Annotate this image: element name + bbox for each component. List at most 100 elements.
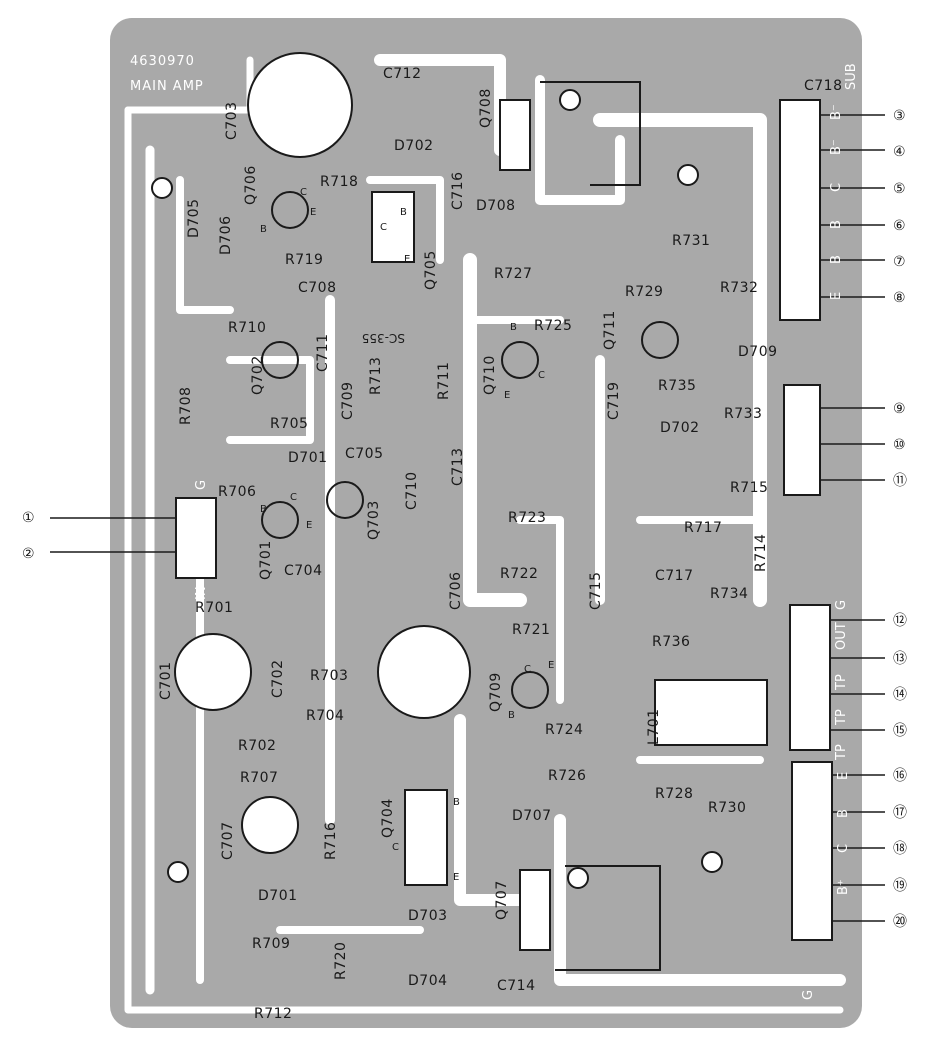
diode-label: D704 bbox=[408, 973, 448, 989]
pcb-board bbox=[110, 18, 862, 1028]
connector-bottom-labels: E B C B⁺ bbox=[836, 772, 851, 895]
transistor-q702 bbox=[261, 341, 299, 379]
resistor-label: R720 bbox=[333, 942, 349, 980]
resistor-label: R710 bbox=[228, 320, 266, 336]
mounting-hole bbox=[677, 164, 699, 186]
terminal-number: ⑭ bbox=[893, 687, 908, 703]
connector-out bbox=[789, 604, 831, 751]
capacitor-label: C714 bbox=[497, 978, 536, 994]
transistor-label: Q701 bbox=[258, 540, 274, 580]
capacitor-label: C716 bbox=[450, 172, 466, 211]
resistor-label: R722 bbox=[500, 566, 538, 582]
transistor-q705 bbox=[371, 191, 415, 263]
resistor-label: R702 bbox=[238, 738, 276, 754]
connector-bottom bbox=[791, 761, 833, 941]
board-part-number: 4630970 bbox=[130, 54, 195, 69]
mounting-hole bbox=[567, 867, 589, 889]
connector-label: TP bbox=[834, 674, 849, 691]
transistor-q709 bbox=[511, 671, 549, 709]
capacitor-label: C713 bbox=[450, 448, 466, 487]
connector-label: B⁻ bbox=[829, 139, 844, 155]
terminal-number: ⑬ bbox=[893, 651, 908, 667]
transistor-label: Q703 bbox=[366, 500, 382, 540]
connector-sub-label: SUB bbox=[844, 63, 859, 90]
resistor-label: R713 bbox=[368, 357, 384, 395]
transistor-q707 bbox=[519, 869, 551, 951]
connector-label: B bbox=[836, 809, 851, 818]
resistor-label: R734 bbox=[710, 586, 748, 602]
resistor-label: R724 bbox=[545, 722, 583, 738]
capacitor-c706 bbox=[377, 625, 471, 719]
diode-label: D701 bbox=[288, 450, 328, 466]
connector-c718-labels: B⁻ B⁻ C B B E SUB bbox=[829, 63, 859, 300]
transistor-q701 bbox=[261, 501, 299, 539]
terminal-number: ② bbox=[22, 546, 35, 562]
pin-letter: B bbox=[453, 797, 460, 808]
capacitor-label: C706 bbox=[448, 572, 464, 611]
transistor-label: Q708 bbox=[478, 88, 494, 128]
terminal-number: ⑨ bbox=[893, 401, 906, 417]
transistor-labels: Q701 Q702 Q703 Q704 Q705 Q706 Q707 Q708 … bbox=[243, 88, 618, 920]
terminal-number: ⑰ bbox=[893, 805, 908, 821]
capacitor-label: C715 bbox=[588, 572, 604, 611]
transistor-label: Q705 bbox=[423, 250, 439, 290]
terminal-number: ① bbox=[22, 510, 35, 526]
transistor-q711 bbox=[641, 321, 679, 359]
diode-label: D703 bbox=[408, 908, 448, 924]
capacitor-label: C704 bbox=[284, 563, 323, 579]
transistor-q706 bbox=[271, 191, 309, 229]
capacitor-label: C712 bbox=[383, 66, 422, 82]
board-title: MAIN AMP bbox=[130, 79, 204, 94]
transistor-q703 bbox=[326, 481, 364, 519]
pin-letter: C bbox=[524, 664, 531, 675]
resistor-label: R703 bbox=[310, 668, 348, 684]
pin-letter: E bbox=[453, 872, 459, 883]
mounting-hole bbox=[701, 851, 723, 873]
resistor-label: R731 bbox=[672, 233, 710, 249]
diode-label: D701 bbox=[258, 888, 298, 904]
resistor-label: R711 bbox=[436, 362, 452, 400]
board-silk-code: SC-355 bbox=[362, 331, 405, 345]
terminal-number: ⑱ bbox=[893, 841, 908, 857]
terminal-number: ⑩ bbox=[893, 437, 906, 453]
connector-in bbox=[175, 497, 217, 579]
diode-label: D702 bbox=[394, 138, 434, 154]
capacitor-label: C718 bbox=[804, 78, 843, 94]
connector-label: B⁻ bbox=[829, 104, 844, 120]
pin-letter: B bbox=[510, 322, 517, 333]
connector-label: C bbox=[829, 183, 844, 192]
electrolytic-capacitors bbox=[174, 52, 471, 854]
resistor-label: R707 bbox=[240, 770, 278, 786]
terminal-number: ③ bbox=[893, 108, 906, 124]
resistor-label: R715 bbox=[730, 480, 768, 496]
terminal-numbers: ① ② ③ ④ ⑤ ⑥ ⑦ ⑧ ⑨ ⑩ ⑪ ⑫ ⑬ ⑭ ⑮ ⑯ ⑰ ⑱ ⑲ ⑳ bbox=[22, 108, 908, 930]
resistor-label: R723 bbox=[508, 510, 546, 526]
pin-letters: B C E B C E B C E B C E B C E B C E bbox=[260, 187, 554, 883]
terminal-number: ⑮ bbox=[893, 723, 908, 739]
transistor-label: Q704 bbox=[380, 798, 396, 838]
terminal-number: ⑫ bbox=[893, 613, 908, 629]
pin-letter: C bbox=[300, 187, 307, 198]
pin-letter: C bbox=[380, 222, 387, 233]
capacitor-label: C707 bbox=[220, 822, 236, 861]
pin-letter: E bbox=[404, 254, 410, 265]
connector-blocks bbox=[175, 99, 833, 941]
resistor-label: R727 bbox=[494, 266, 532, 282]
resistor-label: R705 bbox=[270, 416, 308, 432]
resistor-label: R719 bbox=[285, 252, 323, 268]
connector-label: B bbox=[829, 255, 844, 264]
mounting-hole bbox=[167, 861, 189, 883]
capacitor-label: C705 bbox=[345, 446, 384, 462]
capacitor-c707 bbox=[241, 796, 299, 854]
capacitor-label: C711 bbox=[315, 334, 331, 373]
resistor-label: R725 bbox=[534, 318, 572, 334]
connector-in-label: IN bbox=[194, 586, 209, 600]
connector-label: E bbox=[829, 292, 844, 300]
terminal-number: ⑲ bbox=[893, 878, 908, 894]
transistor-label: Q711 bbox=[602, 310, 618, 350]
capacitor-c701 bbox=[174, 633, 252, 711]
connector-c718 bbox=[779, 99, 821, 321]
connector-label: B bbox=[829, 220, 844, 229]
terminal-number: ⑪ bbox=[893, 473, 908, 489]
